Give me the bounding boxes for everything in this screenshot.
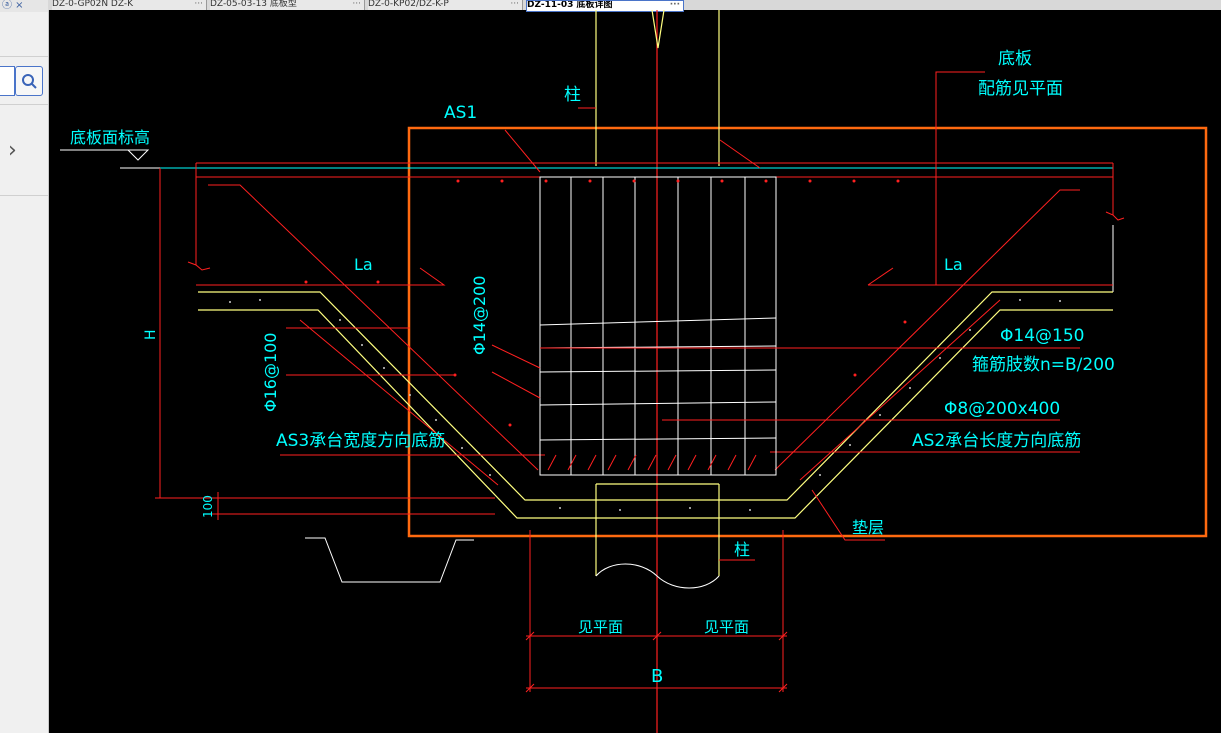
phi14-leader-2 (491, 371, 541, 399)
label-as3: AS3承台宽度方向底筋 (276, 431, 445, 451)
tab-3[interactable]: DZ-0-KP02/DZ-K-P ··· (368, 0, 523, 10)
tab-1[interactable]: DZ-0-GP02N DZ-K ··· (52, 0, 207, 10)
label-zhu-top: 柱 (564, 85, 581, 105)
cage-verticals (570, 177, 746, 475)
label-as1: AS1 (444, 103, 477, 123)
tab-4[interactable]: DZ-11-03 底板详图 ··· (526, 0, 684, 12)
tab-label: DZ-0-GP02N DZ-K (52, 0, 134, 9)
more-icon[interactable]: ··· (352, 0, 361, 9)
cushion-speckles (229, 299, 1061, 511)
search-input[interactable] (0, 66, 15, 96)
label-h: H (143, 329, 159, 340)
tab-label: DZ-11-03 底板详图 (527, 0, 613, 10)
label-gujin: 箍筋肢数n=B/200 (972, 355, 1115, 375)
label-dim-100: 100 (201, 495, 215, 518)
break-mark (651, 10, 665, 49)
label-zhu-bottom: 柱 (734, 540, 750, 559)
label-jian-right: 见平面 (704, 618, 749, 636)
level-symbol (60, 149, 150, 161)
sump-outline (305, 537, 474, 583)
label-diban: 底板 (998, 49, 1032, 69)
phi14-leader (491, 344, 541, 369)
label-phi14-200: Φ14@200 (470, 276, 489, 356)
chevron-right-icon[interactable]: › (8, 138, 17, 163)
pile-break (595, 563, 720, 589)
window-controls[interactable]: ⓐ × (2, 0, 24, 11)
more-icon[interactable]: ··· (510, 0, 519, 9)
label-as2: AS2承台长度方向底筋 (912, 431, 1081, 451)
search-button[interactable] (15, 66, 43, 96)
cage-stirrups (539, 317, 777, 441)
selection-box[interactable] (407, 126, 1208, 538)
label-phi8: Φ8@200x400 (944, 399, 1060, 419)
divider (0, 195, 48, 196)
break-mark (187, 261, 211, 271)
bottom-hatch (547, 454, 757, 471)
label-dianceng: 垫层 (852, 518, 884, 537)
label-la-left: La (354, 255, 373, 274)
as1-leader (504, 129, 541, 173)
dianceng-leader (811, 489, 885, 541)
as2-rebar (774, 189, 1080, 471)
divider (0, 56, 48, 57)
hook (867, 267, 894, 286)
tab-bar: DZ-0-GP02N DZ-K ··· DZ-05-03-13 底板型 ··· DZ… (48, 0, 1221, 12)
leader-line (719, 139, 761, 169)
tab-label: DZ-0-KP02/DZ-K-P (368, 0, 449, 9)
label-peijin: 配筋见平面 (978, 79, 1063, 99)
tab-2[interactable]: DZ-05-03-13 底板型 ··· (210, 0, 365, 10)
la-rebar-left (196, 267, 446, 286)
more-icon[interactable]: ··· (669, 0, 680, 10)
break-mark (1105, 211, 1125, 221)
label-phi14-150: Φ14@150 (1000, 326, 1084, 346)
dim-ticks (525, 631, 788, 693)
tab-label: DZ-05-03-13 底板型 (210, 0, 297, 9)
slope-rebar-left (299, 319, 499, 486)
label-jian-left: 见平面 (578, 618, 623, 636)
pit-outline-lower (198, 309, 1113, 519)
search-icon (22, 74, 37, 89)
label-la-right: La (944, 255, 963, 274)
label-dibanmian: 底板面标高 (70, 128, 150, 147)
divider (0, 104, 48, 105)
rebar-cage (539, 176, 777, 476)
slope-rebar-right (799, 299, 1001, 481)
cad-canvas[interactable]: 柱 AS1 底板 配筋见平面 底板面标高 La La Φ14@200 Φ16@1… (52, 10, 1221, 733)
panel-header: ⓐ × (0, 0, 48, 12)
left-panel: ⓐ × › (0, 0, 49, 733)
rebar-dots (304, 179, 907, 427)
label-b: B (651, 666, 663, 687)
pit-outline-upper (198, 291, 1113, 501)
label-phi16-100: Φ16@100 (261, 333, 280, 413)
diban-leader (935, 71, 985, 285)
more-icon[interactable]: ··· (194, 0, 203, 9)
